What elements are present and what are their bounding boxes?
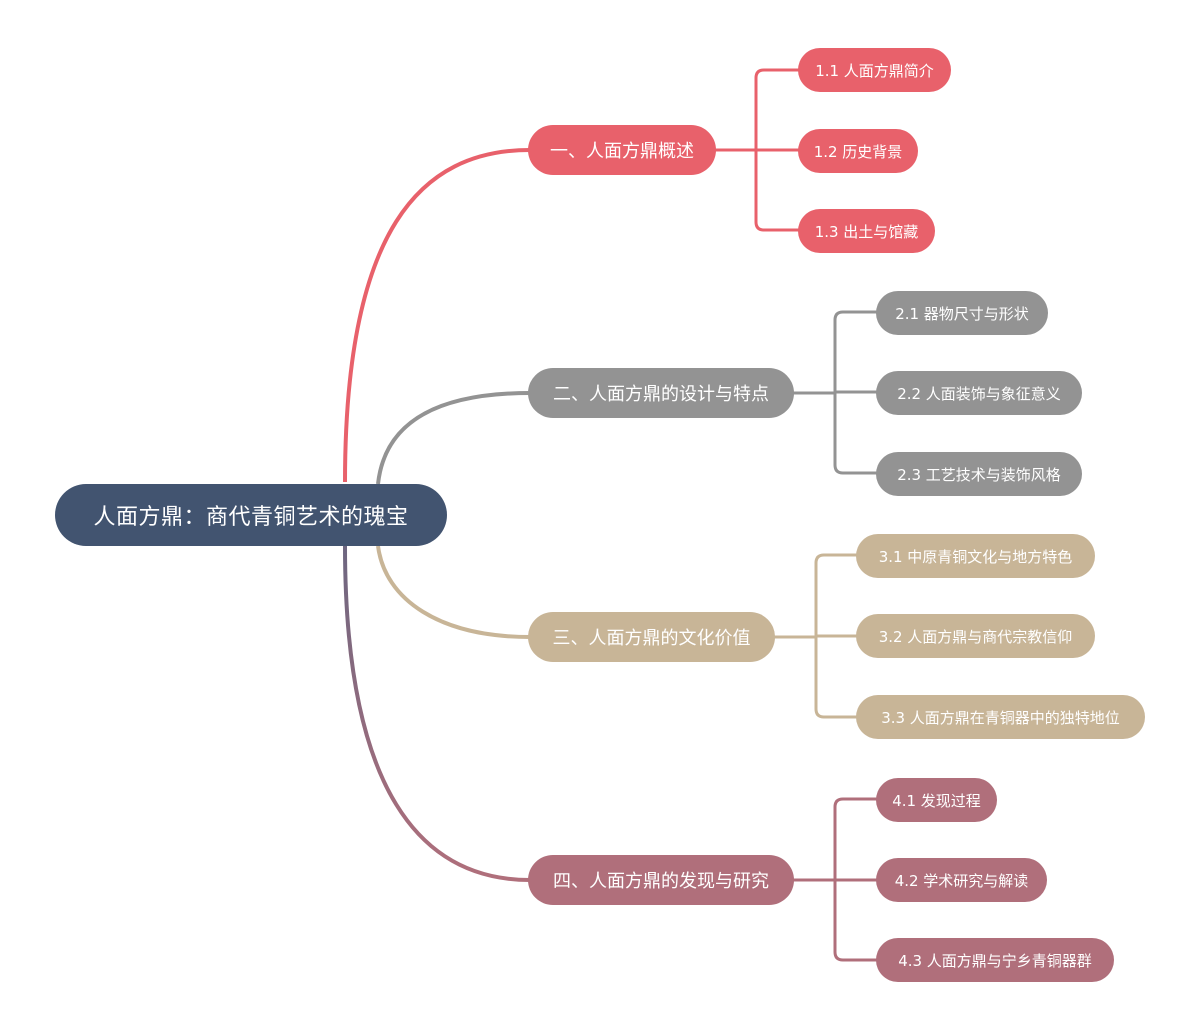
connector-branch-3-leaves xyxy=(773,553,858,719)
leaf-label: 2.1 器物尺寸与形状 xyxy=(895,304,1029,323)
leaf-label: 3.3 人面方鼎在青铜器中的独特地位 xyxy=(881,708,1120,727)
leaf-node-1-1[interactable]: 1.1 人面方鼎简介 xyxy=(798,48,951,92)
connector-branch-2-leaves xyxy=(792,310,878,475)
branch-node-2[interactable]: 二、人面方鼎的设计与特点 xyxy=(528,368,794,418)
connector-root-branch-2 xyxy=(376,391,531,485)
branch-node-3[interactable]: 三、人面方鼎的文化价值 xyxy=(528,612,775,662)
leaf-label: 4.2 学术研究与解读 xyxy=(894,871,1029,890)
leaf-node-4-1[interactable]: 4.1 发现过程 xyxy=(876,778,997,822)
leaf-label: 1.3 出土与馆藏 xyxy=(814,222,919,241)
leaf-node-2-3[interactable]: 2.3 工艺技术与装饰风格 xyxy=(876,452,1082,496)
connector-branch-4-leaves xyxy=(792,797,878,962)
leaf-label: 4.1 发现过程 xyxy=(892,791,981,810)
branch-label: 一、人面方鼎概述 xyxy=(550,141,694,162)
leaf-label: 1.1 人面方鼎简介 xyxy=(815,61,934,80)
connector-root-branch-3 xyxy=(376,545,531,639)
branch-label: 四、人面方鼎的发现与研究 xyxy=(553,871,769,892)
leaf-label: 2.2 人面装饰与象征意义 xyxy=(897,384,1061,403)
connector-branch-1-leaves xyxy=(714,68,800,232)
leaf-node-4-3[interactable]: 4.3 人面方鼎与宁乡青铜器群 xyxy=(876,938,1114,982)
leaf-label: 3.1 中原青铜文化与地方特色 xyxy=(878,547,1073,566)
connector-root-branch-4 xyxy=(343,545,531,882)
branch-node-4[interactable]: 四、人面方鼎的发现与研究 xyxy=(528,855,794,905)
root-node[interactable]: 人面方鼎：商代青铜艺术的瑰宝 xyxy=(55,484,447,546)
root-label: 人面方鼎：商代青铜艺术的瑰宝 xyxy=(93,505,409,530)
leaf-node-3-2[interactable]: 3.2 人面方鼎与商代宗教信仰 xyxy=(856,614,1095,658)
connector-root-branch-1 xyxy=(343,148,531,483)
branch-label: 三、人面方鼎的文化价值 xyxy=(552,628,751,649)
branch-label: 二、人面方鼎的设计与特点 xyxy=(553,384,769,405)
leaf-label: 1.2 历史背景 xyxy=(813,142,903,161)
leaf-node-4-2[interactable]: 4.2 学术研究与解读 xyxy=(876,858,1047,902)
branch-node-1[interactable]: 一、人面方鼎概述 xyxy=(528,125,716,175)
leaf-node-1-2[interactable]: 1.2 历史背景 xyxy=(798,129,918,173)
leaf-node-3-1[interactable]: 3.1 中原青铜文化与地方特色 xyxy=(856,534,1095,578)
leaf-label: 3.2 人面方鼎与商代宗教信仰 xyxy=(878,627,1073,646)
leaf-label: 4.3 人面方鼎与宁乡青铜器群 xyxy=(898,951,1092,970)
leaf-node-2-1[interactable]: 2.1 器物尺寸与形状 xyxy=(876,291,1048,335)
leaf-node-3-3[interactable]: 3.3 人面方鼎在青铜器中的独特地位 xyxy=(856,695,1145,739)
leaf-node-1-3[interactable]: 1.3 出土与馆藏 xyxy=(798,209,935,253)
leaf-label: 2.3 工艺技术与装饰风格 xyxy=(897,465,1061,484)
leaf-node-2-2[interactable]: 2.2 人面装饰与象征意义 xyxy=(876,371,1082,415)
